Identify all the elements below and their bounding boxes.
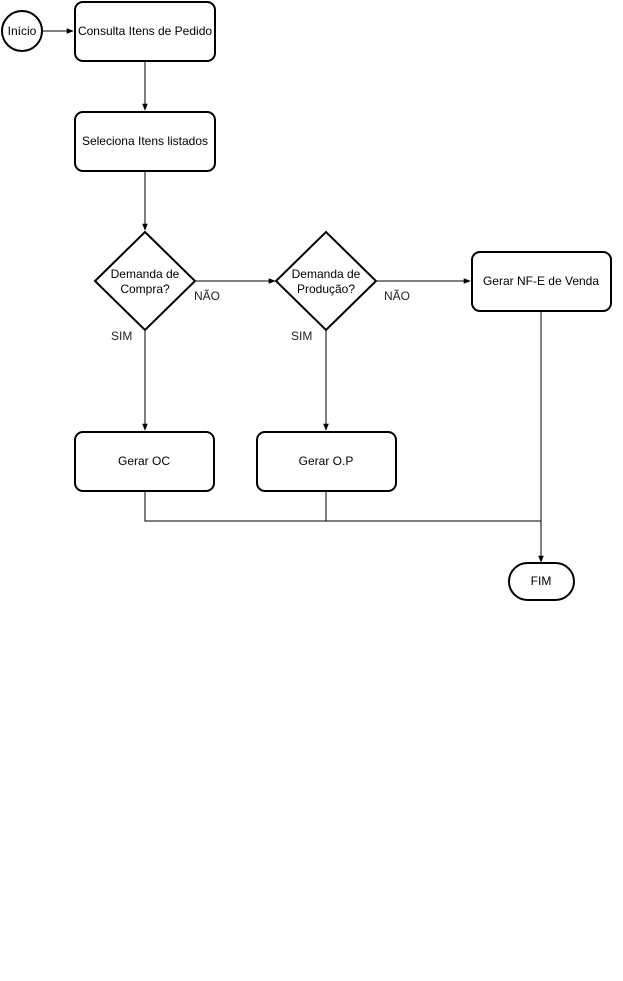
node-demanda-compra-line1: Demanda de	[111, 267, 180, 281]
edges	[42, 28, 544, 563]
node-demanda-compra-line2: Compra?	[120, 282, 170, 296]
node-fim-label: FIM	[531, 574, 552, 588]
node-inicio-label: Início	[8, 24, 37, 38]
node-seleciona-label: Seleciona Itens listados	[82, 134, 208, 148]
node-gerar-oc: Gerar OC	[74, 431, 215, 492]
node-fim: FIM	[508, 562, 575, 601]
node-demanda-producao-line1: Demanda de	[292, 267, 361, 281]
node-demanda-compra: Demanda de Compra?	[93, 230, 197, 332]
node-gerar-op-label: Gerar O.P	[299, 454, 354, 468]
node-consulta-label: Consulta Itens de Pedido	[78, 24, 212, 38]
edge-label-producao-sim: SIM	[291, 329, 312, 343]
edge-label-producao-nao: NÃO	[384, 289, 410, 303]
edge-label-compra-sim: SIM	[111, 329, 132, 343]
edge-oc-merge	[144, 492, 541, 522]
node-seleciona: Seleciona Itens listados	[74, 111, 216, 172]
node-gerar-nfe-label: Gerar NF-E de Venda	[483, 274, 599, 288]
node-inicio: Início	[1, 10, 43, 52]
node-gerar-op: Gerar O.P	[256, 431, 397, 492]
node-demanda-producao-line2: Produção?	[297, 282, 355, 296]
node-gerar-oc-label: Gerar OC	[118, 454, 170, 468]
node-demanda-producao: Demanda de Produção?	[274, 230, 378, 332]
node-consulta: Consulta Itens de Pedido	[74, 1, 216, 62]
node-gerar-nfe: Gerar NF-E de Venda	[471, 251, 612, 312]
edge-label-compra-nao: NÃO	[194, 289, 220, 303]
